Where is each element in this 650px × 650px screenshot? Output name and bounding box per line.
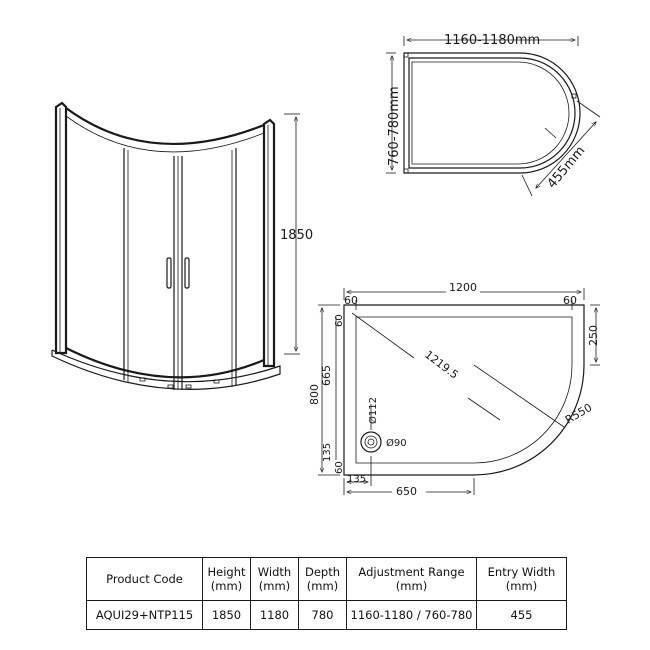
header-text: Adjustment Range(mm) (358, 565, 465, 593)
header-text: Product Code (106, 572, 183, 586)
table-header-row: Product Code Height(mm) Width(mm) Depth(… (86, 557, 567, 601)
header-height: Height(mm) (202, 557, 251, 601)
waste-diameter-label: Ø90 (386, 437, 407, 449)
tray-right-margin-label: 60 (563, 294, 577, 307)
spec-table: Product Code Height(mm) Width(mm) Depth(… (86, 557, 567, 630)
tray-depth-label: 800 (308, 384, 321, 405)
tray-length-label: 1200 (449, 281, 477, 294)
header-text: Depth(mm) (304, 565, 341, 593)
plan-view: 1160-1180mm 760-780mm 455mm (386, 33, 601, 197)
cell-width: 1180 (250, 600, 299, 630)
waste-hole-diameter-label: Ø112 (367, 397, 379, 424)
cell-adjustment-range: 1160-1180 / 760-780 (346, 600, 477, 630)
header-text: Width(mm) (257, 565, 292, 593)
technical-drawing: 1850 1160-1180mm 760-780mm 455mm 1 (51, 33, 601, 498)
cell-depth: 780 (298, 600, 347, 630)
header-text: Height(mm) (207, 565, 246, 593)
tray-waste-x-label: 135 (347, 474, 366, 485)
cell-height: 1850 (202, 600, 251, 630)
plan-width-label: 1160-1180mm (444, 33, 540, 48)
tray-width-label: 650 (396, 485, 417, 498)
tray-waste-offset-label: 135 (322, 443, 333, 462)
table-row: AQUI29+NTP115 1850 1180 780 1160-1180 / … (86, 600, 567, 630)
tray-bottom-margin-label: 60 (334, 461, 345, 474)
cell-product-code: AQUI29+NTP115 (86, 600, 203, 630)
height-dimension-label: 1850 (280, 228, 313, 243)
tray-inner-depth-label: 665 (320, 365, 333, 386)
header-width: Width(mm) (250, 557, 299, 601)
tray-flat-depth-label: 250 (587, 325, 600, 346)
tray-left-margin-label: 60 (344, 294, 358, 307)
tray-diagonal-label: 1219.5 (422, 348, 461, 382)
header-adjustment-range: Adjustment Range(mm) (346, 557, 477, 601)
header-entry-width: Entry Width(mm) (476, 557, 567, 601)
plan-depth-label: 760-780mm (387, 86, 402, 166)
enclosure-view: 1850 (51, 101, 313, 390)
header-depth: Depth(mm) (298, 557, 347, 601)
header-text: Entry Width(mm) (487, 565, 556, 593)
cell-entry-width: 455 (476, 600, 567, 630)
tray-view: 1219.5 R550 Ø112 Ø90 1200 60 60 250 800 (308, 281, 600, 498)
tray-radius-label: R550 (563, 401, 594, 427)
tray-top-margin-label: 60 (334, 314, 345, 327)
header-product-code: Product Code (86, 557, 203, 601)
